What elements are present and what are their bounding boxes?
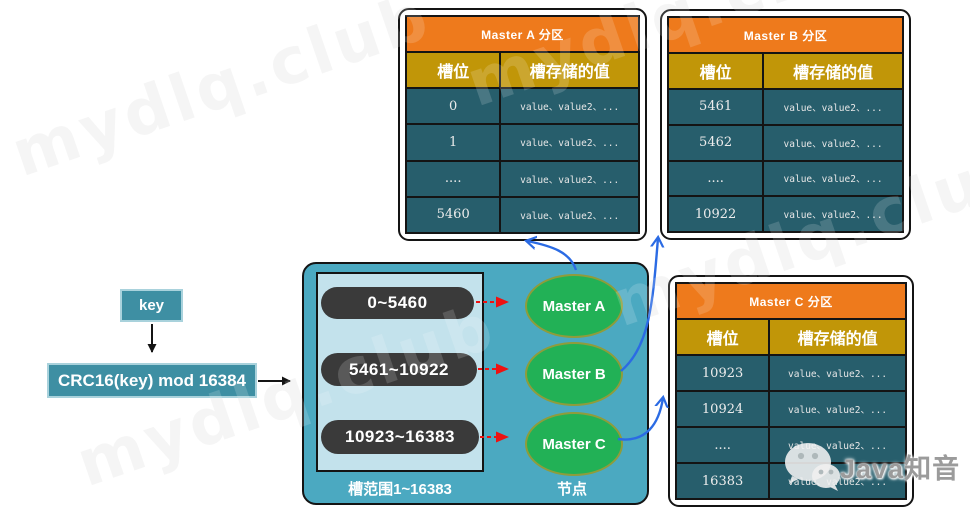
- value-cell: value、value2、...: [770, 464, 905, 498]
- value-cell: value、value2、...: [770, 392, 905, 426]
- value-cell: value、value2、...: [501, 197, 638, 232]
- partition-table-master-c: Master C 分区 槽位 槽存储的值 10923 value、value2、…: [668, 275, 914, 507]
- slot-range-pill: 10923~16383: [321, 420, 479, 454]
- master-node-b: Master B: [525, 342, 623, 406]
- table-grid: Master A 分区 槽位 槽存储的值 0 value、value2、... …: [405, 15, 640, 234]
- partition-table-master-a: Master A 分区 槽位 槽存储的值 0 value、value2、... …: [398, 8, 647, 241]
- slot-cell: 16383: [677, 464, 769, 498]
- slot-cell: 10924: [677, 392, 769, 426]
- slot-cell: 5462: [669, 125, 763, 160]
- col-header-value: 槽存储的值: [770, 320, 905, 354]
- slot-cell: 1: [407, 125, 500, 160]
- table-grid: Master C 分区 槽位 槽存储的值 10923 value、value2、…: [675, 282, 907, 500]
- key-box: key: [120, 289, 183, 322]
- col-header-slot: 槽位: [669, 54, 763, 88]
- value-cell: value、value2、...: [770, 356, 905, 390]
- slot-range-pill: 0~5460: [321, 287, 474, 319]
- slot-cell: ....: [677, 428, 769, 462]
- cluster-box: 0~5460 5461~10922 10923~16383 Master A M…: [302, 262, 649, 505]
- table-title: Master B 分区: [669, 18, 902, 52]
- value-cell: value、value2、...: [770, 428, 905, 462]
- value-cell: value、value2、...: [501, 89, 638, 124]
- col-header-slot: 槽位: [407, 53, 500, 87]
- table-grid: Master B 分区 槽位 槽存储的值 5461 value、value2、.…: [667, 16, 904, 233]
- value-cell: value、value2、...: [501, 125, 638, 160]
- slot-cell: ....: [669, 161, 763, 196]
- value-cell: value、value2、...: [764, 90, 902, 124]
- value-cell: value、value2、...: [764, 161, 902, 196]
- table-title: Master A 分区: [407, 17, 638, 51]
- slot-cell: 5460: [407, 197, 500, 232]
- col-header-slot: 槽位: [677, 320, 769, 354]
- value-cell: value、value2、...: [764, 125, 902, 160]
- slot-cell: 0: [407, 89, 500, 124]
- table-title: Master C 分区: [677, 284, 905, 318]
- nodes-caption: 节点: [556, 481, 587, 498]
- slot-cell: ....: [407, 161, 500, 196]
- partition-table-master-b: Master B 分区 槽位 槽存储的值 5461 value、value2、.…: [660, 9, 911, 240]
- col-header-value: 槽存储的值: [501, 53, 638, 87]
- value-cell: value、value2、...: [764, 197, 902, 231]
- slot-range-caption: 槽范围1~16383: [348, 481, 452, 498]
- hash-formula-box: CRC16(key) mod 16384: [47, 363, 257, 398]
- slot-cell: 10922: [669, 197, 763, 231]
- col-header-value: 槽存储的值: [764, 54, 902, 88]
- value-cell: value、value2、...: [501, 161, 638, 196]
- master-node-a: Master A: [525, 274, 623, 338]
- master-node-c: Master C: [525, 412, 623, 476]
- slot-range-pill: 5461~10922: [321, 353, 477, 386]
- slot-cell: 10923: [677, 356, 769, 390]
- slot-cell: 5461: [669, 90, 763, 124]
